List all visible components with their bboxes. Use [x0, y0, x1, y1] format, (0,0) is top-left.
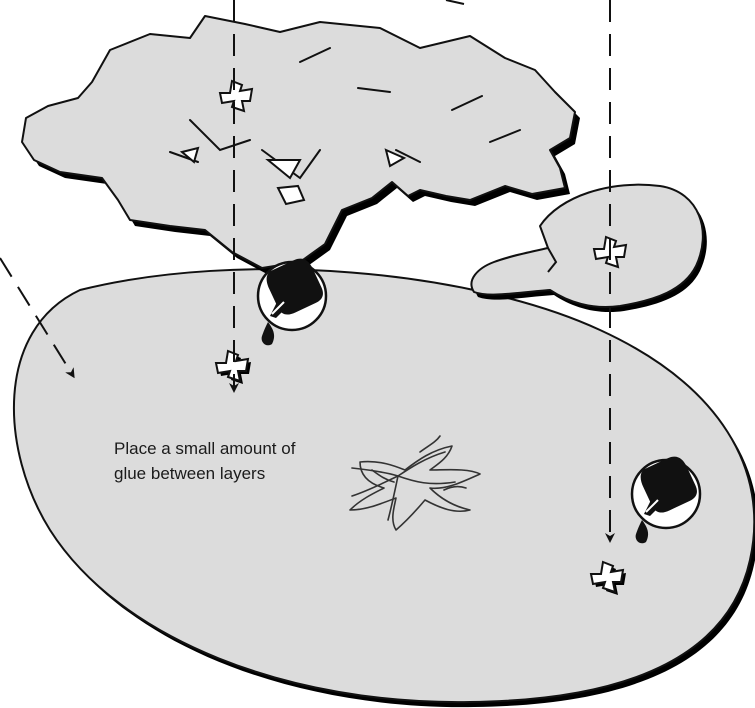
glue-instruction-text: Place a small amount of glue between lay… — [114, 439, 296, 483]
glue-bottle-icon — [256, 258, 328, 346]
tree-root-engraving-icon — [349, 435, 481, 531]
glue-bottle-icon — [630, 456, 702, 544]
small-side-piece — [470, 183, 707, 313]
dashed-arrow-icon — [0, 257, 75, 379]
tree-canopy-layer — [21, 15, 580, 274]
cross-peg-icon — [589, 560, 626, 595]
cross-peg-icon — [218, 79, 254, 113]
cross-peg-icon — [214, 349, 251, 384]
base-oval-layer — [12, 268, 755, 708]
dashed-guides — [0, 0, 615, 543]
